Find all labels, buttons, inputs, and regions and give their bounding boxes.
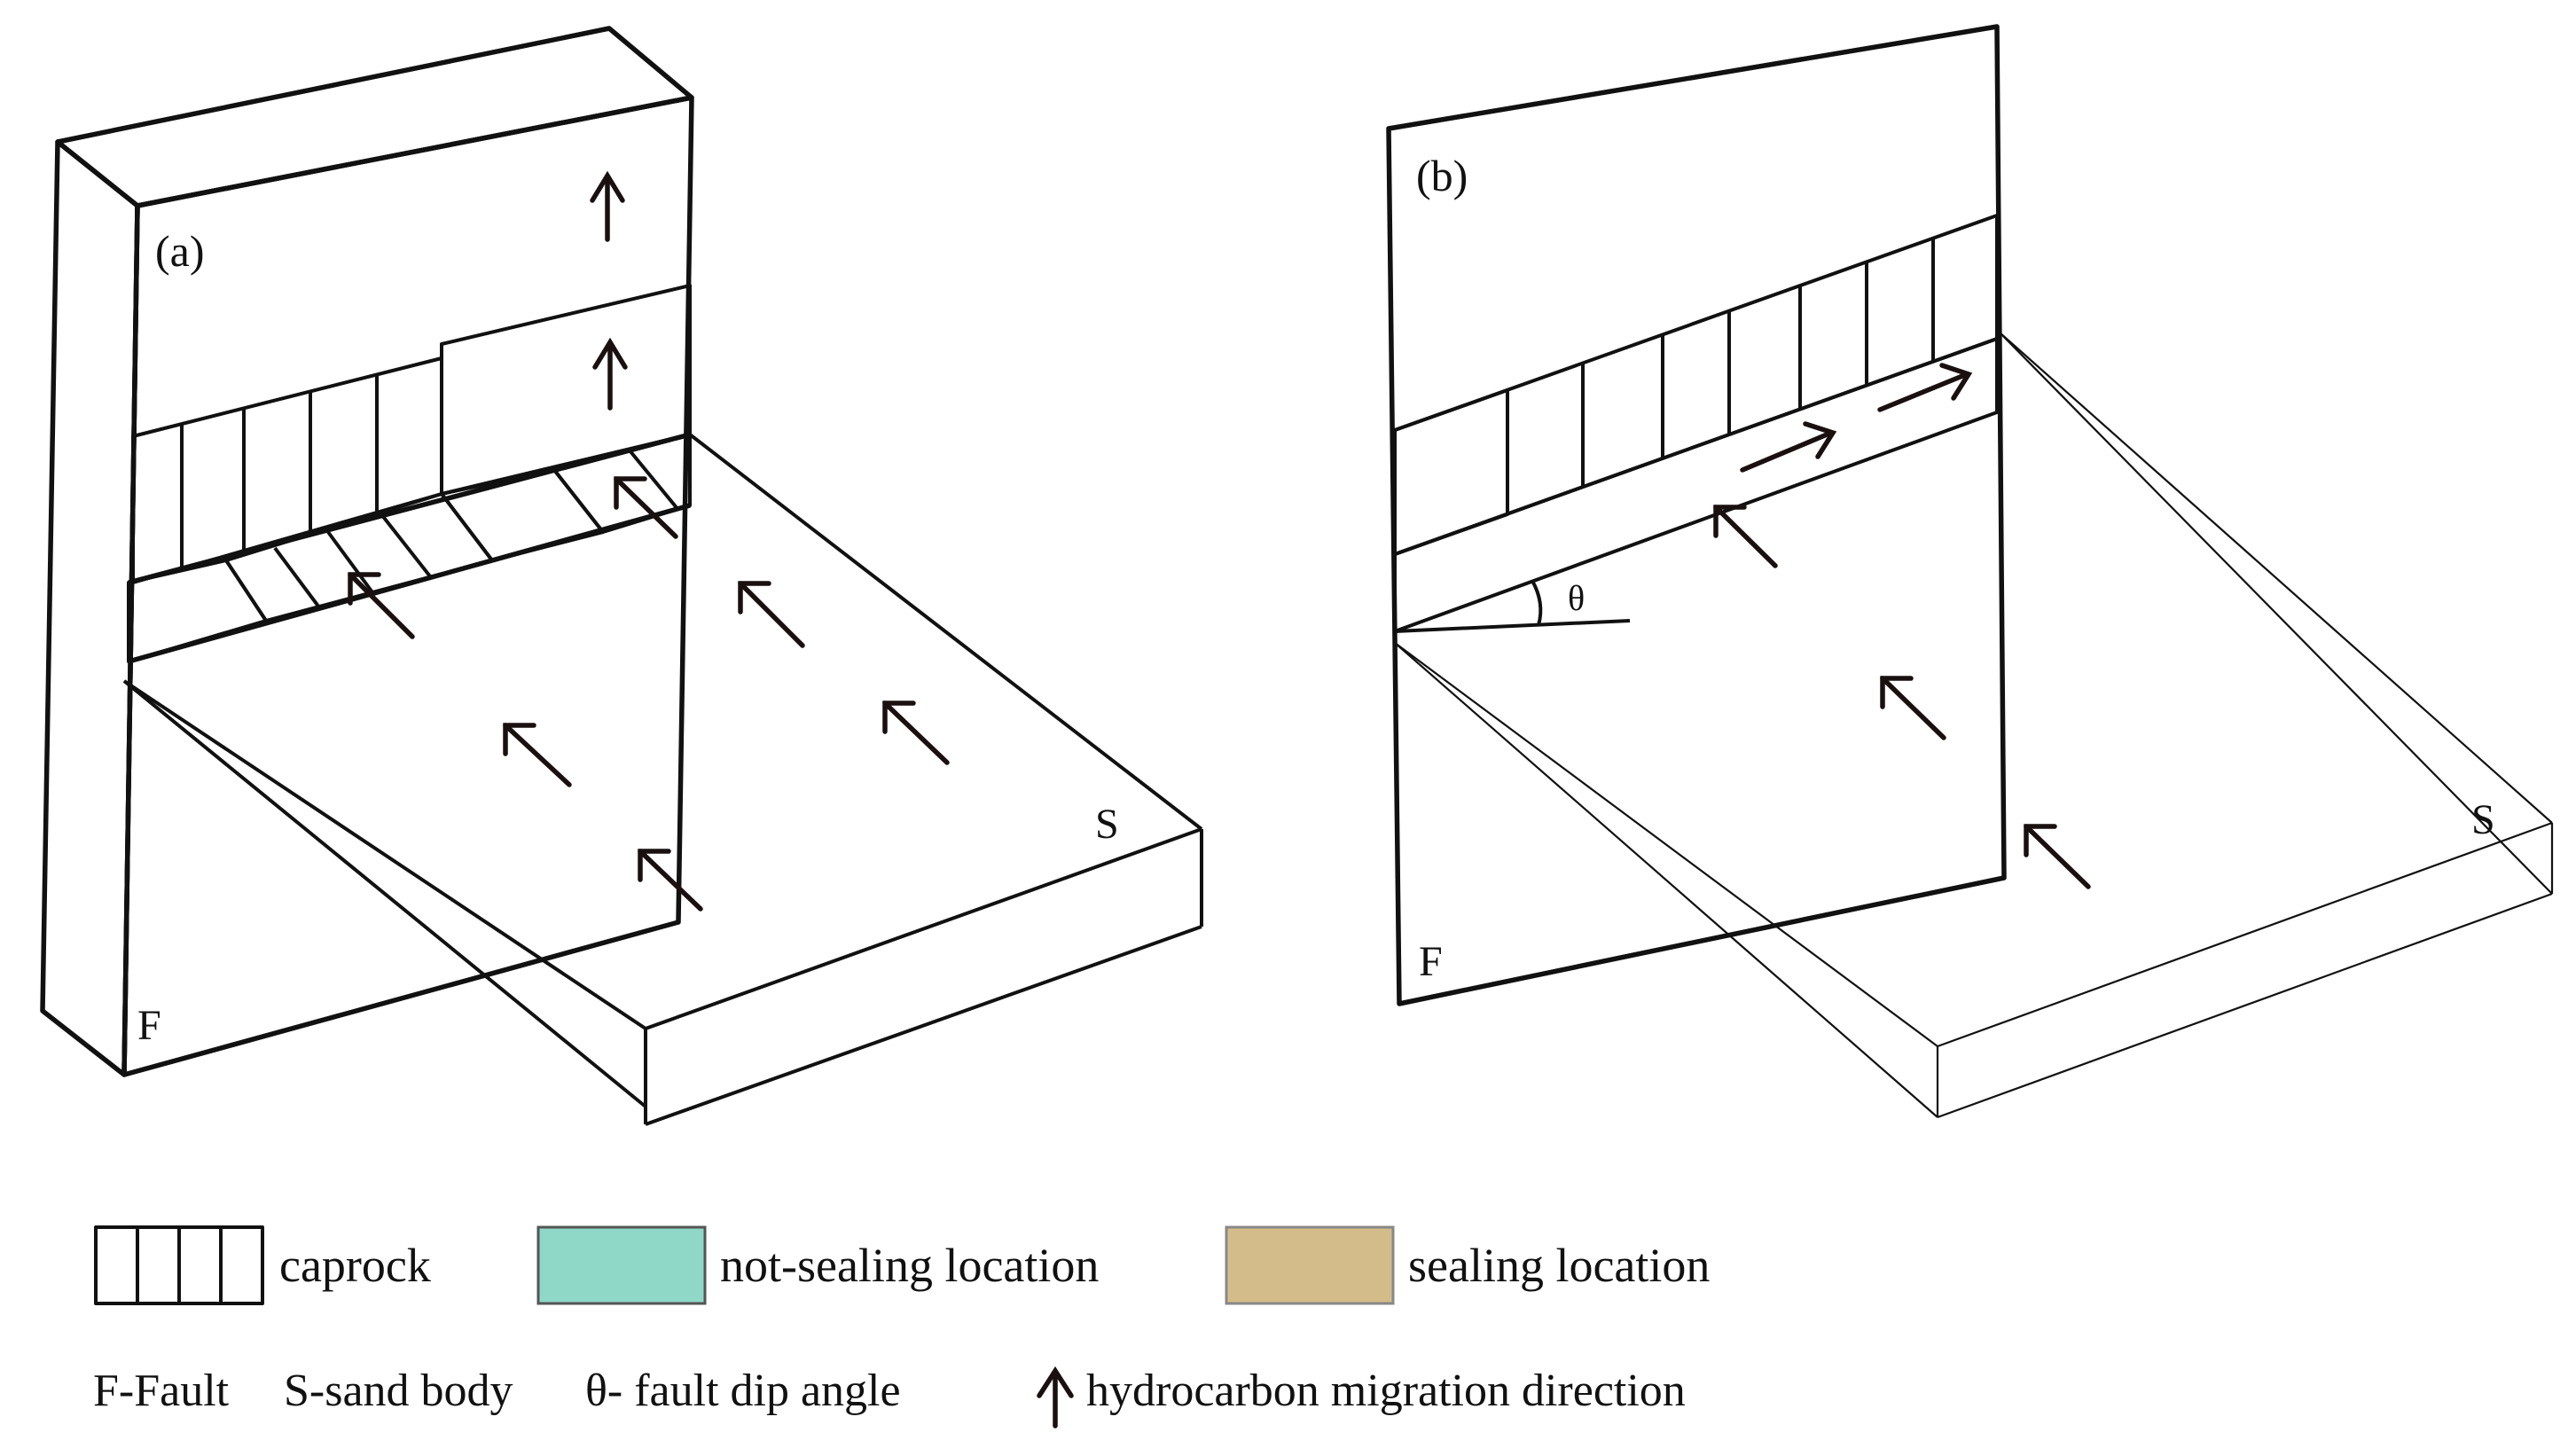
- sand-body-b: [1394, 332, 2554, 1119]
- dip-angle-symbol: θ: [1568, 578, 1585, 618]
- migration-arrow-a-2: [592, 337, 628, 411]
- dip-angle-arc: [1531, 580, 1543, 626]
- fault-plane-b: [1386, 24, 2007, 1006]
- migration-arrow-b-3: [1877, 363, 1973, 412]
- panel-a-sand-label: S: [1095, 801, 1119, 848]
- panel-b-sand-label: S: [2471, 796, 2495, 843]
- migration-arrow-a-5: [738, 581, 805, 648]
- panel-a: (a) F S: [40, 26, 1203, 1126]
- migration-arrow-a-8: [638, 849, 703, 912]
- legend: caprock not-sealing location sealing loc…: [93, 1225, 1710, 1428]
- panel-a-fault-label: F: [137, 1002, 161, 1049]
- legend-caprock-label: caprock: [279, 1239, 431, 1292]
- migration-arrow-a-4: [614, 476, 678, 539]
- panel-a-label: (a): [155, 226, 205, 276]
- panel-b-fault-label: F: [1419, 938, 1443, 985]
- not-sealing-zone-a-lower-mid: [440, 468, 605, 562]
- migration-arrow-b-2: [1740, 421, 1837, 473]
- legend-migration-def: hydrocarbon migration direction: [1086, 1366, 1686, 1416]
- legend-arrow-icon: [1037, 1366, 1074, 1428]
- sand-body-a: [122, 433, 1203, 1126]
- legend-angle-def: θ- fault dip angle: [585, 1366, 901, 1416]
- legend-sealing-label: sealing location: [1408, 1239, 1710, 1292]
- sealing-zone-b: [1393, 337, 1999, 633]
- legend-sand-def: S-sand body: [284, 1366, 513, 1416]
- legend-sealing-swatch: [1225, 1225, 1395, 1305]
- not-sealing-zone-a-upper: [440, 284, 692, 496]
- panel-b: θ (b) F S: [1386, 24, 2554, 1119]
- panel-b-label: (b): [1416, 151, 1468, 200]
- legend-not-sealing-label: not-sealing location: [720, 1239, 1099, 1292]
- migration-arrow-b-4: [1880, 676, 1946, 740]
- migration-arrow-b-5: [2024, 824, 2091, 889]
- sealing-zone-a-1: [224, 492, 494, 622]
- migration-arrow-a-7: [882, 701, 950, 765]
- not-sealing-zone-b: [1393, 388, 1509, 556]
- sealing-zone-a-dividers: [273, 449, 680, 609]
- caprock-b: [1393, 214, 1999, 556]
- migration-arrow-a-1: [590, 170, 625, 242]
- migration-arrow-a-3: [348, 572, 415, 639]
- legend-fault-def: F-Fault: [93, 1366, 230, 1416]
- dip-angle-line: [1394, 619, 1631, 633]
- fault-block-side: [40, 139, 140, 1077]
- legend-caprock-swatch: [94, 1225, 264, 1305]
- migration-arrow-a-6: [503, 723, 572, 787]
- legend-not-sealing-swatch: [536, 1225, 707, 1305]
- caprock-a: [131, 356, 443, 584]
- migration-arrow-b-1: [1713, 505, 1778, 568]
